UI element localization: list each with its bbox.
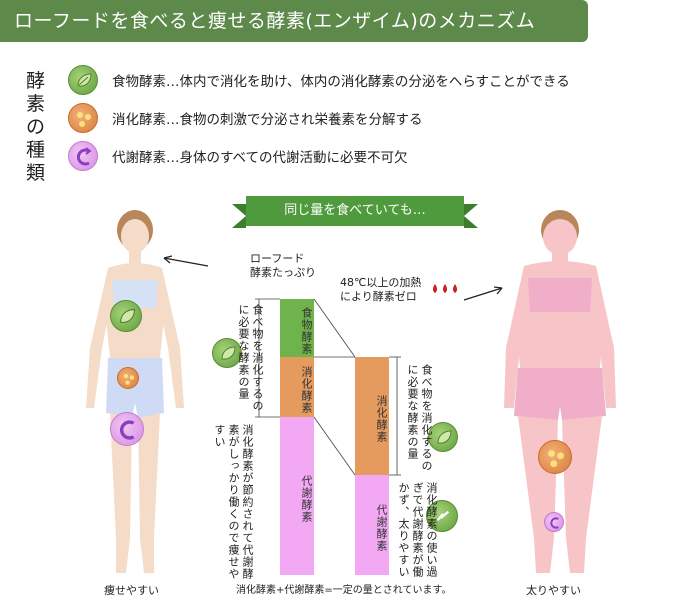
legend-title: 酵素の種類 xyxy=(26,70,46,184)
page-title: ローフードを食べると痩せる酵素(エンザイム)のメカニズム xyxy=(0,0,588,42)
left-note-bottom: 消化酵素が節約されて代謝酵素がしっかり働くので痩せやすい xyxy=(213,424,254,580)
arrow-right-icon xyxy=(463,286,503,301)
heavy-body-figure xyxy=(504,210,616,573)
heavy-digestive-enzyme-icon xyxy=(538,440,572,474)
heat-callout: 48℃以上の加熱 により酵素ゼロ xyxy=(340,276,422,303)
bar-chart-guides xyxy=(255,298,401,476)
metabolic-enzyme-icon xyxy=(68,141,98,171)
food-enzyme-icon xyxy=(68,65,98,95)
slim-digestive-enzyme-icon xyxy=(117,367,139,389)
cooked-food-enzyme-icon xyxy=(428,422,458,452)
slim-caption: 痩せやすい xyxy=(104,584,159,597)
ribbon-tail-right xyxy=(464,204,478,228)
slim-food-enzyme-icon xyxy=(110,300,142,332)
raw-food-callout: ローフード 酵素たっぷり xyxy=(250,252,316,279)
legend-item-digestive-enzyme: 消化酵素…食物の刺激で分泌され栄養素を分解する xyxy=(68,100,423,136)
arrow-left-icon xyxy=(163,255,209,267)
raw-food-enzyme-icon xyxy=(212,338,242,368)
slim-metabolic-enzyme-icon xyxy=(110,412,144,446)
legend-item-food-enzyme: 食物酵素…体内で消化を助け、体内の消化酵素の分泌をへらすことができる xyxy=(68,62,570,98)
right-metabolic-enzyme-bar: 代謝酵素 xyxy=(355,475,389,575)
blood-drops-icon xyxy=(433,284,457,293)
heavy-caption: 太りやすい xyxy=(526,584,581,597)
ribbon-banner: 同じ量を食べていても… xyxy=(246,196,464,226)
left-digestive-enzyme-bar: 消化酵素 xyxy=(280,357,314,417)
legend-item-metabolic-enzyme: 代謝酵素…身体のすべての代謝活動に必要不可欠 xyxy=(68,138,408,174)
heavy-metabolic-enzyme-icon xyxy=(544,512,564,532)
legend-text-digest: 消化酵素…食物の刺激で分泌され栄養素を分解する xyxy=(112,112,423,128)
right-note-top: 食べ物を消化するのに必要な酵素の量 xyxy=(406,364,433,472)
destroyed-enzyme-icon xyxy=(426,500,458,532)
legend-text-meta: 代謝酵素…身体のすべての代謝活動に必要不可欠 xyxy=(112,150,408,166)
legend-text-food: 食物酵素…体内で消化を助け、体内の消化酵素の分泌をへらすことができる xyxy=(112,74,570,90)
left-metabolic-enzyme-bar: 代謝酵素 xyxy=(280,417,314,575)
ribbon-tail-left xyxy=(232,204,246,228)
left-note-top: 食べ物を消化するのに必要な酵素の量 xyxy=(237,304,264,412)
right-note-bottom: 消化酵素の使い過ぎで代謝酵素が働かず、太りやすい xyxy=(397,482,438,578)
right-digestive-enzyme-bar: 消化酵素 xyxy=(355,357,389,475)
footer-note: 消化酵素+代謝酵素=一定の量とされています。 xyxy=(236,585,452,596)
digestive-enzyme-icon xyxy=(68,103,98,133)
left-food-enzyme-bar: 食物酵素 xyxy=(280,299,314,357)
